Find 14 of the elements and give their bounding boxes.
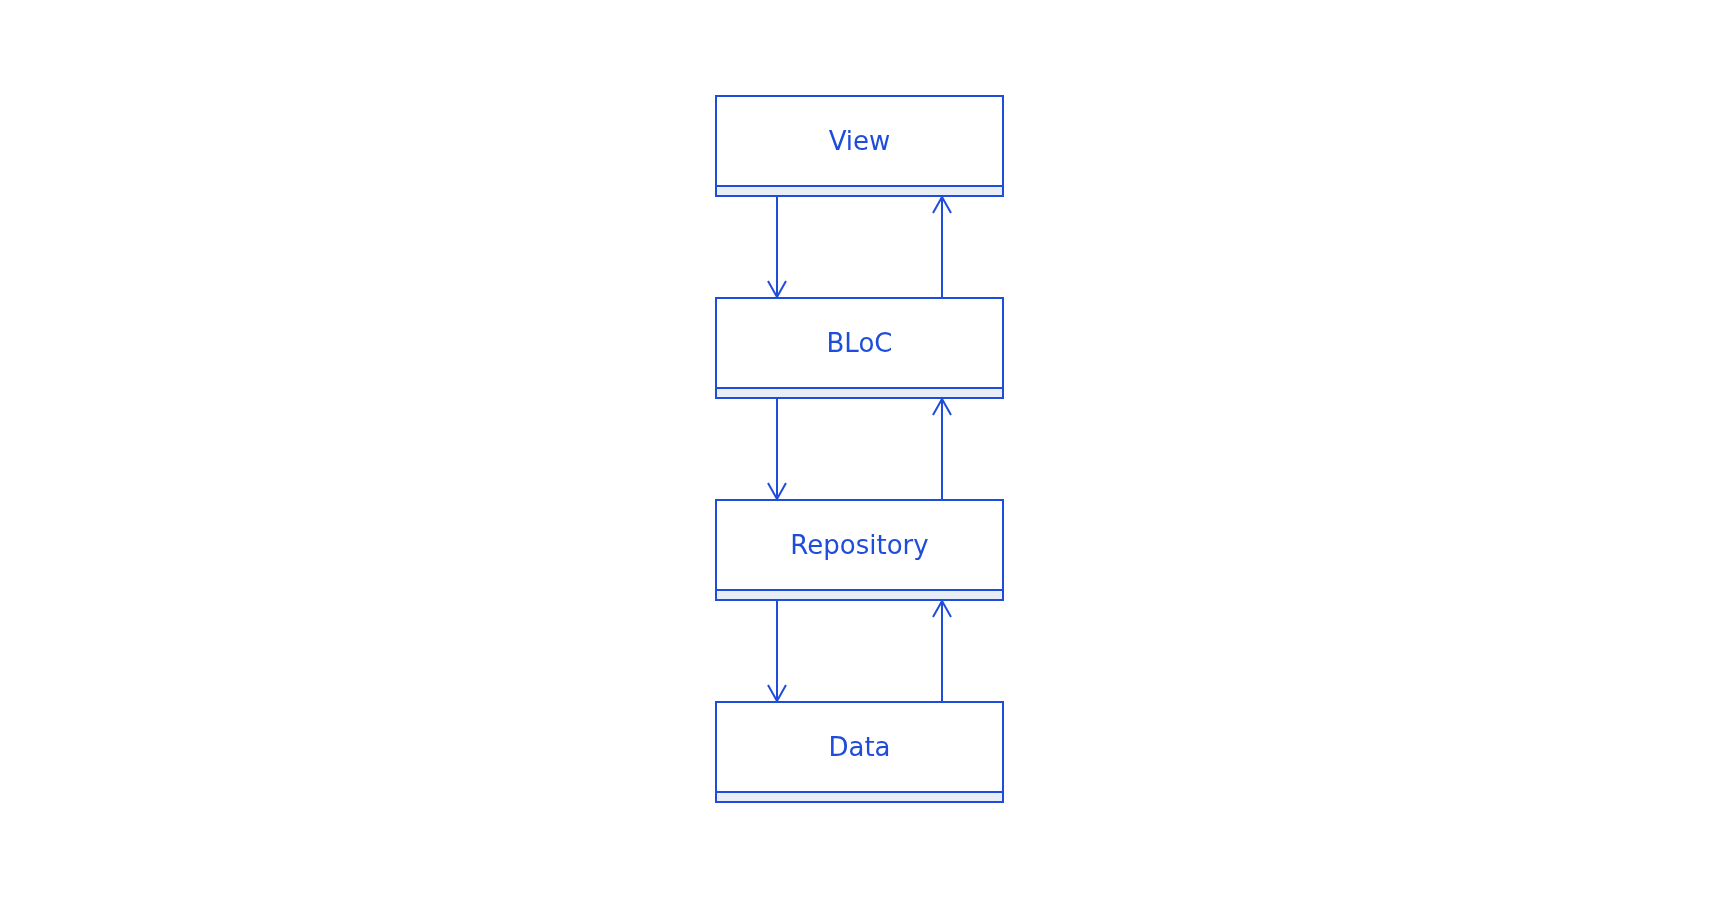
layer-box <box>715 701 1004 803</box>
arrow <box>932 600 952 702</box>
arrow <box>932 398 952 500</box>
layer-box <box>715 95 1004 197</box>
layer-label: BLoC <box>826 328 893 358</box>
arrow <box>767 398 787 500</box>
arrow <box>932 196 952 298</box>
layer-box <box>715 499 1004 601</box>
layer-label: View <box>828 126 891 156</box>
layer-label: Repository <box>790 530 929 560</box>
layer-label: Data <box>828 732 891 762</box>
layer-box <box>715 297 1004 399</box>
arrow <box>767 196 787 298</box>
arrow <box>767 600 787 702</box>
